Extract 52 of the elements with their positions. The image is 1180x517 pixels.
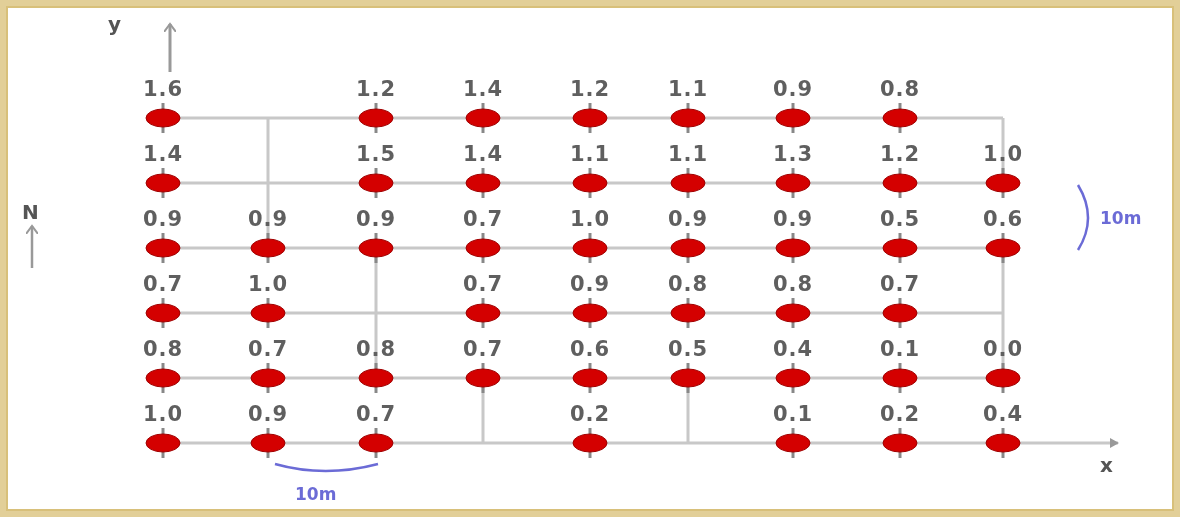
value-label: 0.9 <box>247 209 289 230</box>
value-label: 0.7 <box>462 274 504 295</box>
axis-label: N <box>22 202 39 222</box>
value-label: 1.2 <box>879 144 921 165</box>
value-label: 1.0 <box>142 404 184 425</box>
value-label: 1.1 <box>667 144 709 165</box>
value-label: 1.4 <box>462 79 504 100</box>
value-label: 0.8 <box>142 339 184 360</box>
value-label: 0.6 <box>982 209 1024 230</box>
value-label: 1.5 <box>355 144 397 165</box>
value-label: 0.7 <box>879 274 921 295</box>
value-label: 1.3 <box>772 144 814 165</box>
value-label: 0.8 <box>879 79 921 100</box>
value-label: 0.8 <box>667 274 709 295</box>
value-label: 0.9 <box>772 79 814 100</box>
value-label: 1.4 <box>462 144 504 165</box>
value-label: 0.1 <box>879 339 921 360</box>
value-label: 0.4 <box>772 339 814 360</box>
value-label: 0.9 <box>142 209 184 230</box>
value-label: 0.7 <box>355 404 397 425</box>
value-label: 0.4 <box>982 404 1024 425</box>
dimension-label: 10m <box>295 486 337 503</box>
value-label: 0.8 <box>355 339 397 360</box>
value-label: 0.7 <box>247 339 289 360</box>
dimension-label: 10m <box>1100 210 1142 227</box>
value-label: 1.0 <box>982 144 1024 165</box>
value-label: 0.5 <box>879 209 921 230</box>
value-label: 0.7 <box>462 339 504 360</box>
value-label: 0.7 <box>462 209 504 230</box>
value-label: 1.1 <box>569 144 611 165</box>
value-label: 1.6 <box>142 79 184 100</box>
value-label: 1.0 <box>569 209 611 230</box>
value-label: 0.9 <box>772 209 814 230</box>
value-label: 0.1 <box>772 404 814 425</box>
value-label: 0.9 <box>667 209 709 230</box>
value-label: 1.2 <box>569 79 611 100</box>
value-label: 1.4 <box>142 144 184 165</box>
value-label: 0.2 <box>879 404 921 425</box>
value-label: 0.9 <box>569 274 611 295</box>
value-label: 0.9 <box>355 209 397 230</box>
value-label: 0.2 <box>569 404 611 425</box>
value-label: 1.0 <box>247 274 289 295</box>
value-label: 0.9 <box>247 404 289 425</box>
value-label: 0.5 <box>667 339 709 360</box>
value-label: 0.6 <box>569 339 611 360</box>
value-label: 0.0 <box>982 339 1024 360</box>
value-label: 1.1 <box>667 79 709 100</box>
value-label: 1.2 <box>355 79 397 100</box>
axis-label: x <box>1100 455 1113 475</box>
axis-label: y <box>108 14 122 34</box>
value-label: 0.7 <box>142 274 184 295</box>
value-label: 0.8 <box>772 274 814 295</box>
